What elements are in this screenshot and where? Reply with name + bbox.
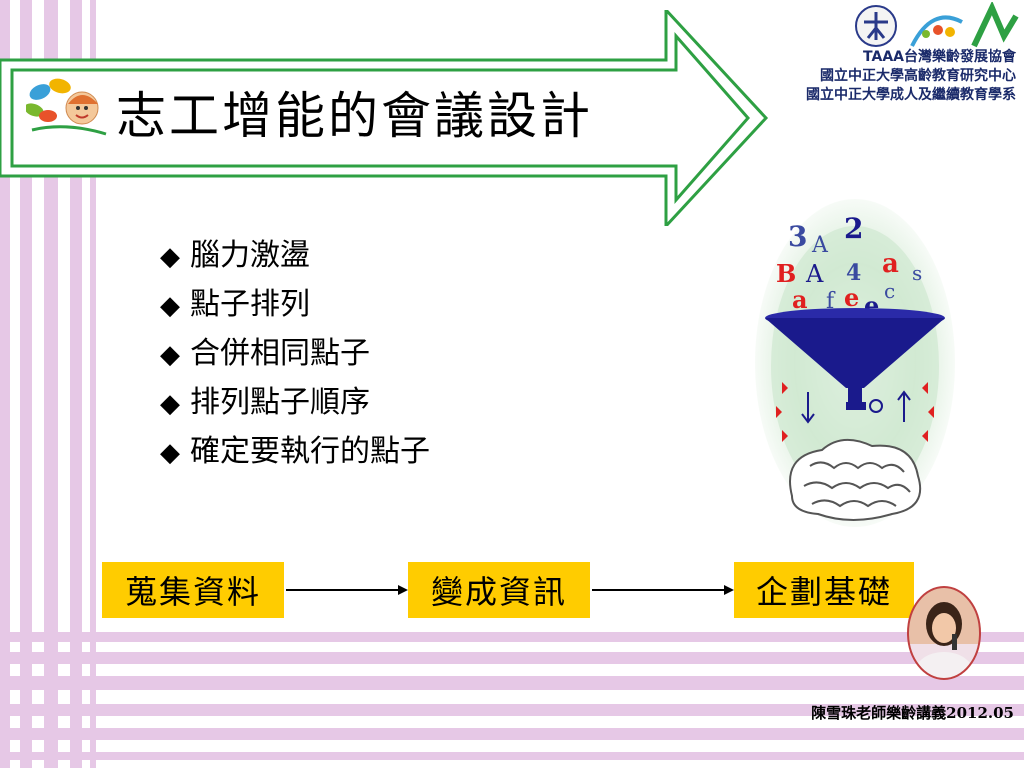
svg-text:B: B xyxy=(776,259,796,288)
footer-credit: 陳雪珠老師樂齡講義2012.05 xyxy=(811,704,1014,722)
svg-text:a: a xyxy=(792,285,808,314)
idea-funnel-illustration: 3 A 2 a s B A 4 c a f e e xyxy=(755,199,955,527)
svg-text:e: e xyxy=(844,283,859,312)
list-item: ◆點子排列 xyxy=(160,281,430,330)
bottom-stripe xyxy=(0,676,1024,690)
presenter-photo xyxy=(907,586,981,680)
diamond-bullet-icon: ◆ xyxy=(160,389,180,419)
flow-step: 企劃基礎 xyxy=(734,562,914,618)
bottom-stripe xyxy=(0,704,1024,716)
bullet-list: ◆腦力激盪 ◆點子排列 ◆合併相同點子 ◆排列點子順序 ◆確定要執行的點子 xyxy=(160,232,430,477)
svg-text:a: a xyxy=(882,249,899,279)
diamond-bullet-icon: ◆ xyxy=(160,438,180,468)
svg-text:c: c xyxy=(884,279,895,303)
list-item: ◆排列點子順序 xyxy=(160,379,430,428)
flow-arrow xyxy=(592,585,734,595)
svg-text:f: f xyxy=(826,289,836,314)
left-stripe xyxy=(44,0,58,768)
flow-step: 蒐集資料 xyxy=(102,562,284,618)
list-item: ◆腦力激盪 xyxy=(160,232,430,281)
svg-text:A: A xyxy=(811,233,829,258)
svg-text:4: 4 xyxy=(846,260,861,286)
bottom-stripe xyxy=(0,652,1024,664)
list-item: ◆合併相同點子 xyxy=(160,330,430,379)
org-name: TAAA台灣樂齡發展協會 xyxy=(863,49,1016,65)
list-item: ◆確定要執行的點子 xyxy=(160,428,430,477)
left-stripe xyxy=(70,0,82,768)
svg-text:3: 3 xyxy=(788,220,807,253)
svg-text:A: A xyxy=(805,260,824,288)
bottom-stripe xyxy=(0,632,1024,642)
flow-arrow xyxy=(286,585,408,595)
bottom-stripe xyxy=(0,752,1024,760)
flow-step: 變成資訊 xyxy=(408,562,590,618)
page-title: 志工增能的會議設計 xyxy=(116,87,593,145)
org-name: 國立中正大學高齡教育研究中心 xyxy=(820,68,1016,84)
diamond-bullet-icon: ◆ xyxy=(160,340,180,370)
svg-text:2: 2 xyxy=(844,212,863,245)
svg-text:s: s xyxy=(912,261,922,285)
org-logos-icon xyxy=(855,2,1019,48)
left-stripe xyxy=(0,0,10,768)
title-arrow-banner xyxy=(0,10,769,226)
org-name: 國立中正大學成人及繼續教育學系 xyxy=(806,87,1016,103)
bottom-stripe xyxy=(0,728,1024,740)
diamond-bullet-icon: ◆ xyxy=(160,291,180,321)
left-stripe xyxy=(20,0,32,768)
left-stripe xyxy=(90,0,96,768)
diamond-bullet-icon: ◆ xyxy=(160,242,180,272)
organization-names: TAAA台灣樂齡發展協會 國立中正大學高齡教育研究中心 國立中正大學成人及繼續教… xyxy=(806,48,1016,105)
leaf-logo-icon xyxy=(26,78,107,136)
